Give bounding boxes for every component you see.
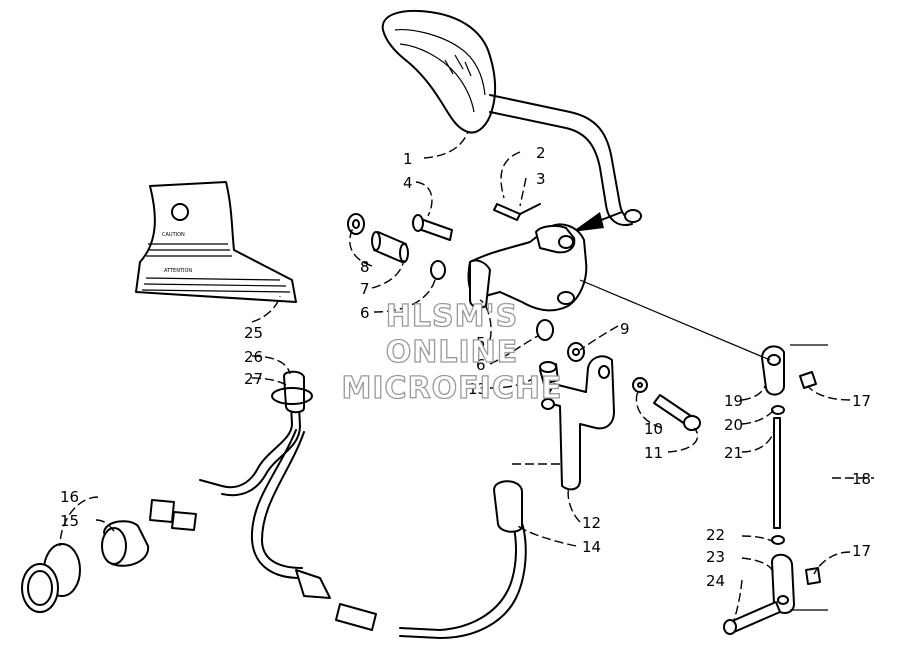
pin-and-cotter (493, 203, 541, 221)
callout-24: 24 (706, 572, 725, 590)
svg-text:CAUTION: CAUTION (162, 232, 185, 238)
washer-9 (567, 342, 585, 362)
callout-13: 13 (468, 380, 487, 398)
pivot-bolt (412, 214, 453, 241)
callout-10: 10 (644, 420, 663, 438)
callout-9: 9 (620, 320, 630, 338)
switch-body (101, 520, 150, 567)
watermark: HLSM'S ONLINE MICROFICHE (341, 298, 563, 406)
watermark-line-1: HLSM'S (386, 299, 518, 334)
callout-8: 8 (360, 258, 370, 276)
callout-26: 26 (244, 348, 263, 366)
callout-7: 7 (360, 280, 370, 298)
callout-1: 1 (403, 150, 413, 168)
callout-12: 12 (582, 514, 601, 532)
callout-19: 19 (724, 392, 743, 410)
callout-20: 20 (724, 416, 743, 434)
callout-23: 23 (706, 548, 725, 566)
pivot-arrow (572, 211, 623, 232)
callout-5: 5 (476, 334, 486, 352)
lever-bracket (467, 223, 588, 312)
callout-leaders (59, 131, 874, 621)
watermark-line-3: MICROFICHE (342, 371, 563, 406)
switch-boot (21, 543, 81, 613)
callout-6a: 6 (360, 304, 370, 322)
callout-25: 25 (244, 324, 263, 342)
callout-11: 11 (644, 444, 663, 462)
callout-6b: 6 (476, 356, 486, 374)
callout-17b: 17 (852, 542, 871, 560)
brake-rod-assembly (723, 345, 821, 635)
callout-2: 2 (536, 144, 546, 162)
bushing-7 (371, 231, 409, 263)
warning-decal: CAUTION ATTENTION (135, 181, 297, 303)
callout-15: 15 (60, 512, 79, 530)
callout-labels: 1 2 3 4 5 6 6 7 8 9 10 11 12 13 14 15 16… (60, 144, 871, 590)
callout-22: 22 (706, 526, 725, 544)
switch-bracket (541, 355, 615, 491)
callout-4: 4 (403, 174, 413, 192)
spacer-6-left (430, 260, 446, 280)
washer-8 (347, 213, 365, 235)
callout-18: 18 (852, 470, 871, 488)
callout-16: 16 (60, 488, 79, 506)
brake-switch (539, 361, 559, 385)
watermark-line-2: ONLINE (386, 335, 519, 370)
spacer-6-right (536, 319, 554, 341)
lock-washer (632, 377, 648, 393)
bracket-bolt (653, 394, 701, 431)
callout-3: 3 (536, 170, 546, 188)
callout-14: 14 (582, 538, 601, 556)
callout-27: 27 (244, 370, 263, 388)
callout-17a: 17 (852, 392, 871, 410)
wiring-harness (149, 370, 527, 639)
svg-text:ATTENTION: ATTENTION (164, 268, 192, 274)
callout-21: 21 (724, 444, 743, 462)
brake-lever (381, 9, 642, 226)
